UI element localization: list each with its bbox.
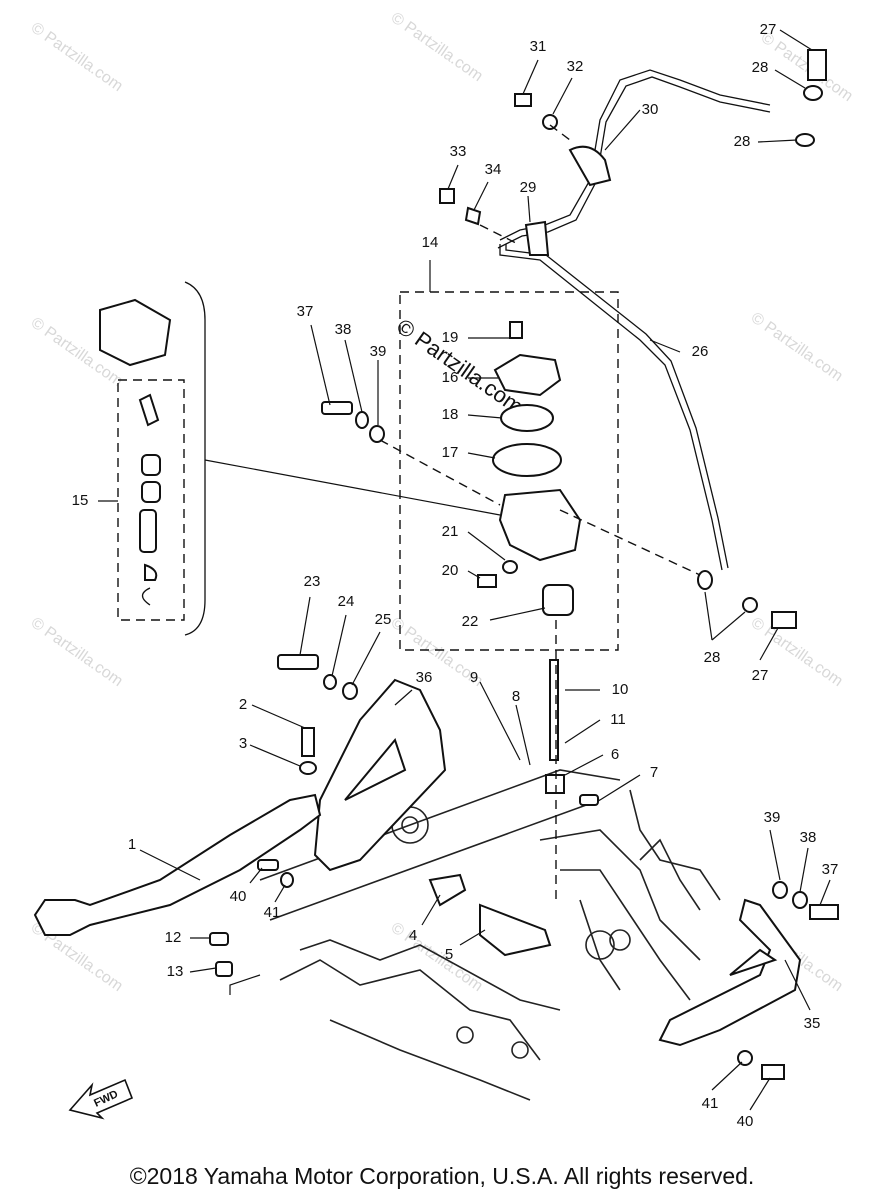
callout-20: 20 bbox=[442, 562, 459, 579]
callout-22: 22 bbox=[462, 613, 479, 630]
callout-21: 21 bbox=[442, 523, 459, 540]
callout-37-right: 37 bbox=[822, 861, 839, 878]
master-cylinder-body bbox=[498, 488, 582, 562]
bracket-cutout bbox=[344, 737, 407, 801]
callout-3: 3 bbox=[239, 735, 247, 752]
callout-10: 10 bbox=[612, 681, 629, 698]
callout-36: 36 bbox=[416, 669, 433, 686]
bracket-cutout bbox=[729, 948, 778, 976]
callout-40-left: 40 bbox=[230, 888, 247, 905]
callout-7: 7 bbox=[650, 764, 658, 781]
master-cylinder-assembly bbox=[399, 291, 619, 651]
screw bbox=[509, 321, 523, 339]
callout-19: 19 bbox=[442, 329, 459, 346]
callout-37-left: 37 bbox=[297, 303, 314, 320]
callout-5: 5 bbox=[445, 946, 453, 963]
callout-27-top: 27 bbox=[760, 21, 777, 38]
callout-24: 24 bbox=[338, 593, 355, 610]
callout-40-right: 40 bbox=[737, 1113, 754, 1130]
callout-27-lower: 27 bbox=[752, 667, 769, 684]
callout-12: 12 bbox=[165, 929, 182, 946]
callout-6: 6 bbox=[611, 746, 619, 763]
diaphragm bbox=[500, 404, 554, 432]
leader-lines bbox=[98, 29, 831, 1111]
copyright-notice: ©2018 Yamaha Motor Corporation, U.S.A. A… bbox=[129, 1163, 755, 1189]
callout-9: 9 bbox=[470, 669, 478, 686]
assembly-boundary bbox=[399, 291, 619, 651]
reservoir bbox=[492, 443, 562, 477]
callout-2: 2 bbox=[239, 696, 247, 713]
callout-35: 35 bbox=[804, 1015, 821, 1032]
callout-41-left: 41 bbox=[264, 904, 281, 921]
callout-31: 31 bbox=[530, 38, 547, 55]
callout-8: 8 bbox=[512, 688, 520, 705]
callout-38-left: 38 bbox=[335, 321, 352, 338]
watermark: © Partzilla.com bbox=[748, 309, 846, 385]
reservoir-cap bbox=[493, 353, 562, 397]
callout-18: 18 bbox=[442, 406, 459, 423]
callout-38-right: 38 bbox=[800, 829, 817, 846]
callout-25: 25 bbox=[375, 611, 392, 628]
callout-28-top: 28 bbox=[752, 59, 769, 76]
fwd-arrow: FWD bbox=[68, 1078, 134, 1120]
small-parts bbox=[209, 49, 839, 1080]
callout-28-lower: 28 bbox=[704, 649, 721, 666]
watermark: © Partzilla.com bbox=[28, 614, 126, 690]
callout-1: 1 bbox=[128, 836, 136, 853]
callout-4: 4 bbox=[409, 927, 417, 944]
footrest-bracket-right bbox=[658, 898, 802, 1047]
callout-17: 17 bbox=[442, 444, 459, 461]
repair-kit-box bbox=[99, 281, 206, 636]
callout-39-right: 39 bbox=[764, 809, 781, 826]
watermark: © Partzilla.com bbox=[28, 19, 126, 95]
callout-30: 30 bbox=[642, 101, 659, 118]
callout-14: 14 bbox=[422, 234, 439, 251]
boot bbox=[542, 584, 574, 616]
callout-41-right: 41 bbox=[702, 1095, 719, 1112]
callout-16: 16 bbox=[442, 369, 459, 386]
watermark: © Partzilla.com bbox=[388, 9, 486, 85]
callout-32: 32 bbox=[567, 58, 584, 75]
callout-13: 13 bbox=[167, 963, 184, 980]
callout-28-mid: 28 bbox=[734, 133, 751, 150]
callout-39-left: 39 bbox=[370, 343, 387, 360]
callout-11: 11 bbox=[610, 711, 626, 728]
callout-15: 15 bbox=[72, 492, 89, 509]
brake-pedal bbox=[33, 793, 322, 936]
exploded-parts-diagram: © Partzilla.com © Partzilla.com © Partzi… bbox=[28, 9, 856, 1130]
callout-33: 33 bbox=[450, 143, 467, 160]
callout-29: 29 bbox=[520, 179, 537, 196]
frame-outline bbox=[259, 769, 721, 1101]
callout-23: 23 bbox=[304, 573, 321, 590]
callout-34: 34 bbox=[485, 161, 502, 178]
callouts: 1 2 3 4 5 6 7 8 9 10 11 12 13 14 15 16 1… bbox=[72, 21, 839, 1130]
callout-26: 26 bbox=[692, 343, 709, 360]
